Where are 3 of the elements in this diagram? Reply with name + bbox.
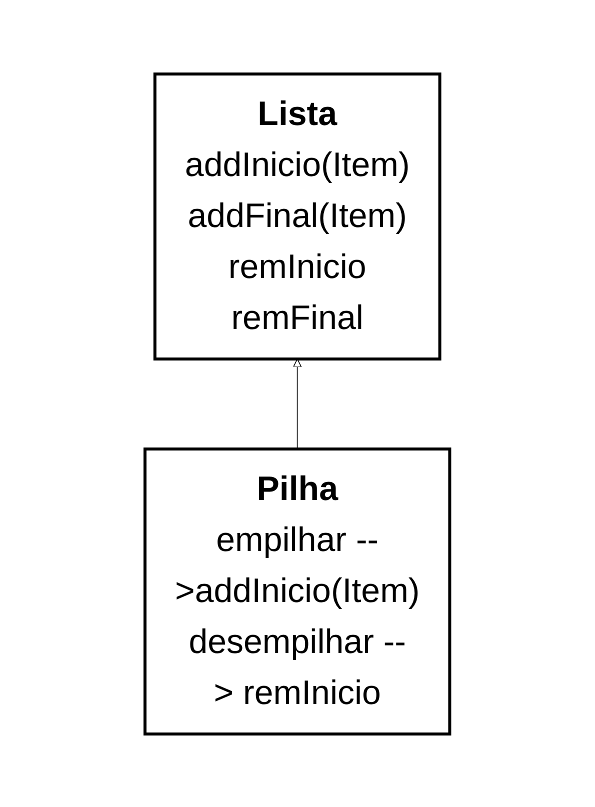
arrow: [293, 358, 302, 449]
node-box: Pilha empilhar -->addInicio(Item) desempilhar --> remInicio: [144, 447, 452, 735]
node-box: Lista addInicio(Item) addFinal(Item) remInicio remFinal: [154, 72, 442, 360]
